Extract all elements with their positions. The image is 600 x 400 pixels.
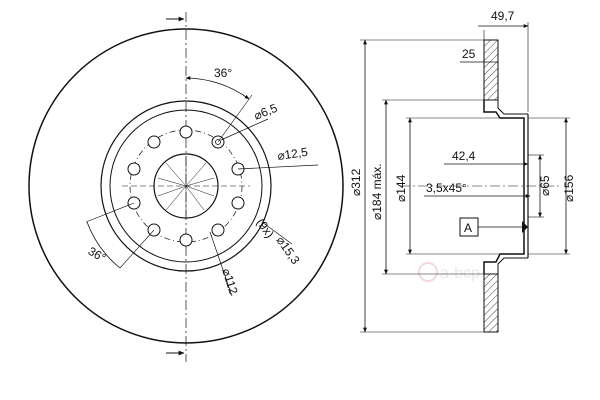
front-view: 36° 36° ⌀6,5 ⌀12,5 (9x) ⌀15,3 ⌀112 [28,12,344,362]
watermark-text: a·bcp [440,265,480,282]
angle-top-label: 36° [214,66,232,80]
datum-label: A [464,221,472,235]
bolt-hole [211,223,225,237]
angle-top: 36° [185,66,253,143]
stud-count-label: (9x) [254,216,277,241]
stud-hole-dia-label: ⌀12,5 [276,145,309,163]
bolt-hole [231,196,245,210]
hat-profile-inner [497,100,528,274]
max-dia-label: ⌀184 máx. [370,163,384,220]
stud-hole-dia-alt-label: ⌀15,3 [274,234,303,267]
hat-profile [483,100,525,274]
pcd-label: ⌀112 [219,267,241,297]
bolt-hole-dia-label: ⌀6,5 [252,101,280,123]
bolt-hole [147,135,161,149]
chamfer-label: 3,5x45° [426,181,467,195]
outer-dia-label: ⌀312 [349,168,363,196]
leader-6-5 [220,118,269,141]
friction-ring-top [483,39,499,101]
datum-triangle [522,221,528,233]
side-view: 49,7 25 ⌀312 ⌀184 máx. ⌀144 42,4 3,5x45°… [349,9,576,333]
leader-15-3 [261,221,293,245]
watermark-logo: a·bcp [418,262,480,282]
friction-ring-bottom [483,273,499,333]
total-thickness-label: 49,7 [491,9,515,23]
angle-bottom-label: 36° [86,244,109,265]
bolt-hole [179,233,193,247]
hat-depth-label: 42,4 [452,149,476,163]
center-bore-label: ⌀65 [538,175,552,196]
bolt-hole [127,162,141,176]
hub-dia-label: ⌀156 [562,174,576,202]
center-radials [157,156,215,216]
hat-dia-label: ⌀144 [394,174,408,202]
leader-112 [209,231,233,297]
bolt-hole [179,125,193,139]
leader-12-5 [237,164,319,170]
locating-hole [215,139,221,145]
angle-bottom: 36° [86,202,155,269]
disc-thickness-label: 25 [462,47,476,61]
